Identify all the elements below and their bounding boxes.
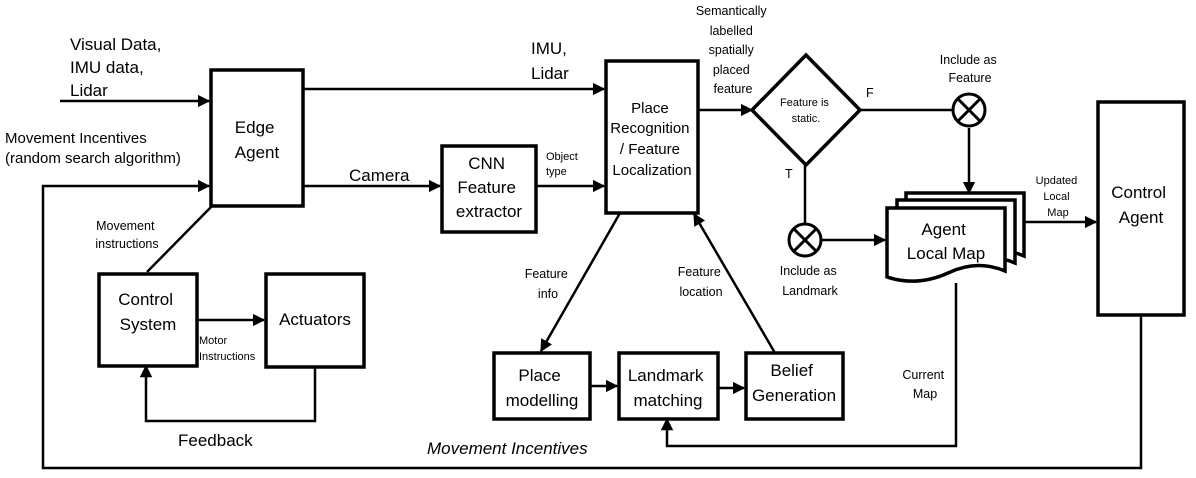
actuators-box[interactable] [264,272,366,369]
motor-instructions-label: Motor Instructions [199,335,256,363]
place-recognition-label: Place Recognition / Feature Localization [610,100,693,179]
line-edge-agent-to-control-system [146,205,213,273]
landmark-matching-box[interactable] [617,351,720,421]
include-landmark-label: Include as Landmark [780,264,840,298]
arrow-current-map-to-landmark [660,283,958,448]
node-labels: Edge Agent CNN Feature extractor Place R… [118,97,1171,410]
cnn-label: CNN Feature extractor [456,154,522,221]
true-branch-label: T [785,167,793,181]
movement-incentives-bottom-label: Movement Incentives [427,439,588,458]
nodes [97,52,1186,421]
arrow-place-recognition-to-place-modelling [539,212,622,353]
edge-labels: Visual Data, IMU data, Lidar Movement In… [5,4,1081,458]
object-type-label: Object type [546,151,581,178]
place-modelling-box[interactable] [492,351,592,421]
arrow-belief-to-place-recognition [692,212,777,354]
decision-diamond[interactable] [749,52,863,168]
include-feature-label: Include as Feature [940,53,1000,85]
place-recognition-box[interactable] [604,59,700,215]
feedback-label: Feedback [178,431,253,450]
include-feature-junction-icon [951,92,987,128]
include-landmark-junction-icon [787,222,823,258]
decision-label: Feature is static. [780,97,832,125]
updated-local-map-label: Updated Local Map [1036,175,1081,219]
edge-agent-box[interactable] [209,68,305,208]
current-map-label: Current Map [902,368,947,401]
place-modelling-label: Place modelling [506,366,579,410]
belief-generation-box[interactable] [744,351,845,421]
inputs-label: Visual Data, IMU data, Lidar [70,35,166,100]
landmark-matching-label: Landmark matching [628,366,708,410]
feature-location-label: Feature location [678,265,725,299]
edge-agent-label: Edge Agent [235,118,280,162]
movement-instructions-label: Movement instructions [95,219,158,251]
control-system-box[interactable] [97,272,199,368]
belief-generation-label: Belief Generation [752,361,836,405]
arrow-movement-incentives-loop [41,179,1143,470]
false-branch-label: F [866,86,874,100]
control-agent-label: Control Agent [1111,183,1171,227]
agent-local-map-label: Agent Local Map [907,220,985,263]
actuators-label: Actuators [279,310,351,329]
local-map-document[interactable] [885,206,1007,283]
camera-label: Camera [349,166,410,185]
feature-info-label: Feature info [525,267,572,301]
control-agent-box[interactable] [1096,100,1186,317]
semantic-feature-label: Semantically labelled spatially placed f… [696,4,770,96]
control-system-label: Control System [118,290,178,334]
imu-lidar-label: IMU, Lidar [531,39,572,83]
arrow-feedback-loop [139,364,317,423]
movement-incentives-input-label: Movement Incentives (random search algor… [5,130,181,167]
cnn-feature-extractor-box[interactable] [440,144,538,234]
connectors [41,82,1143,470]
